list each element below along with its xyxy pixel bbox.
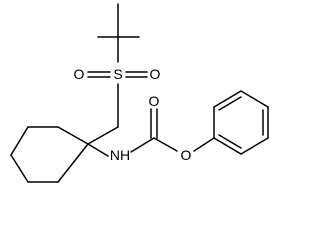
phenyl-bond-3 [240, 90, 269, 108]
atom-label-amine: NH [110, 147, 130, 163]
atom-label-sulfonyl-oxygen-left: O [74, 66, 85, 82]
ring-bond-6 [57, 143, 89, 183]
bond-ch2-to-ring [87, 126, 119, 145]
bond-carbonyl-to-ester-o [153, 137, 178, 152]
bond-ester-o-to-phenyl [193, 137, 215, 152]
carbamate-group [87, 108, 215, 157]
sulfonyl-group [87, 71, 148, 128]
phenyl-inner-bond-3 [218, 134, 242, 149]
chemical-structure: S O O O O NH [10, 3, 269, 183]
phenyl-inner-bond-1 [218, 96, 242, 111]
cyclohexane-ring [10, 126, 89, 183]
atom-label-sulfur: S [113, 66, 122, 82]
phenyl-ring [213, 90, 269, 155]
phenyl-bond-5 [240, 137, 269, 155]
bond-ring-to-nh [87, 143, 109, 157]
phenyl-bond-6 [213, 137, 242, 155]
phenyl-bond-2 [213, 90, 242, 108]
atom-label-ester-oxygen: O [181, 147, 192, 163]
ring-bond-3 [10, 126, 29, 156]
bond-nh-to-carbonyl [130, 137, 155, 153]
ring-bond-4 [10, 154, 29, 183]
ring-bond-1 [57, 126, 89, 145]
tert-butyl-group [97, 3, 140, 63]
atom-label-carbonyl-oxygen: O [149, 93, 160, 109]
atom-label-sulfonyl-oxygen-right: O [150, 66, 161, 82]
